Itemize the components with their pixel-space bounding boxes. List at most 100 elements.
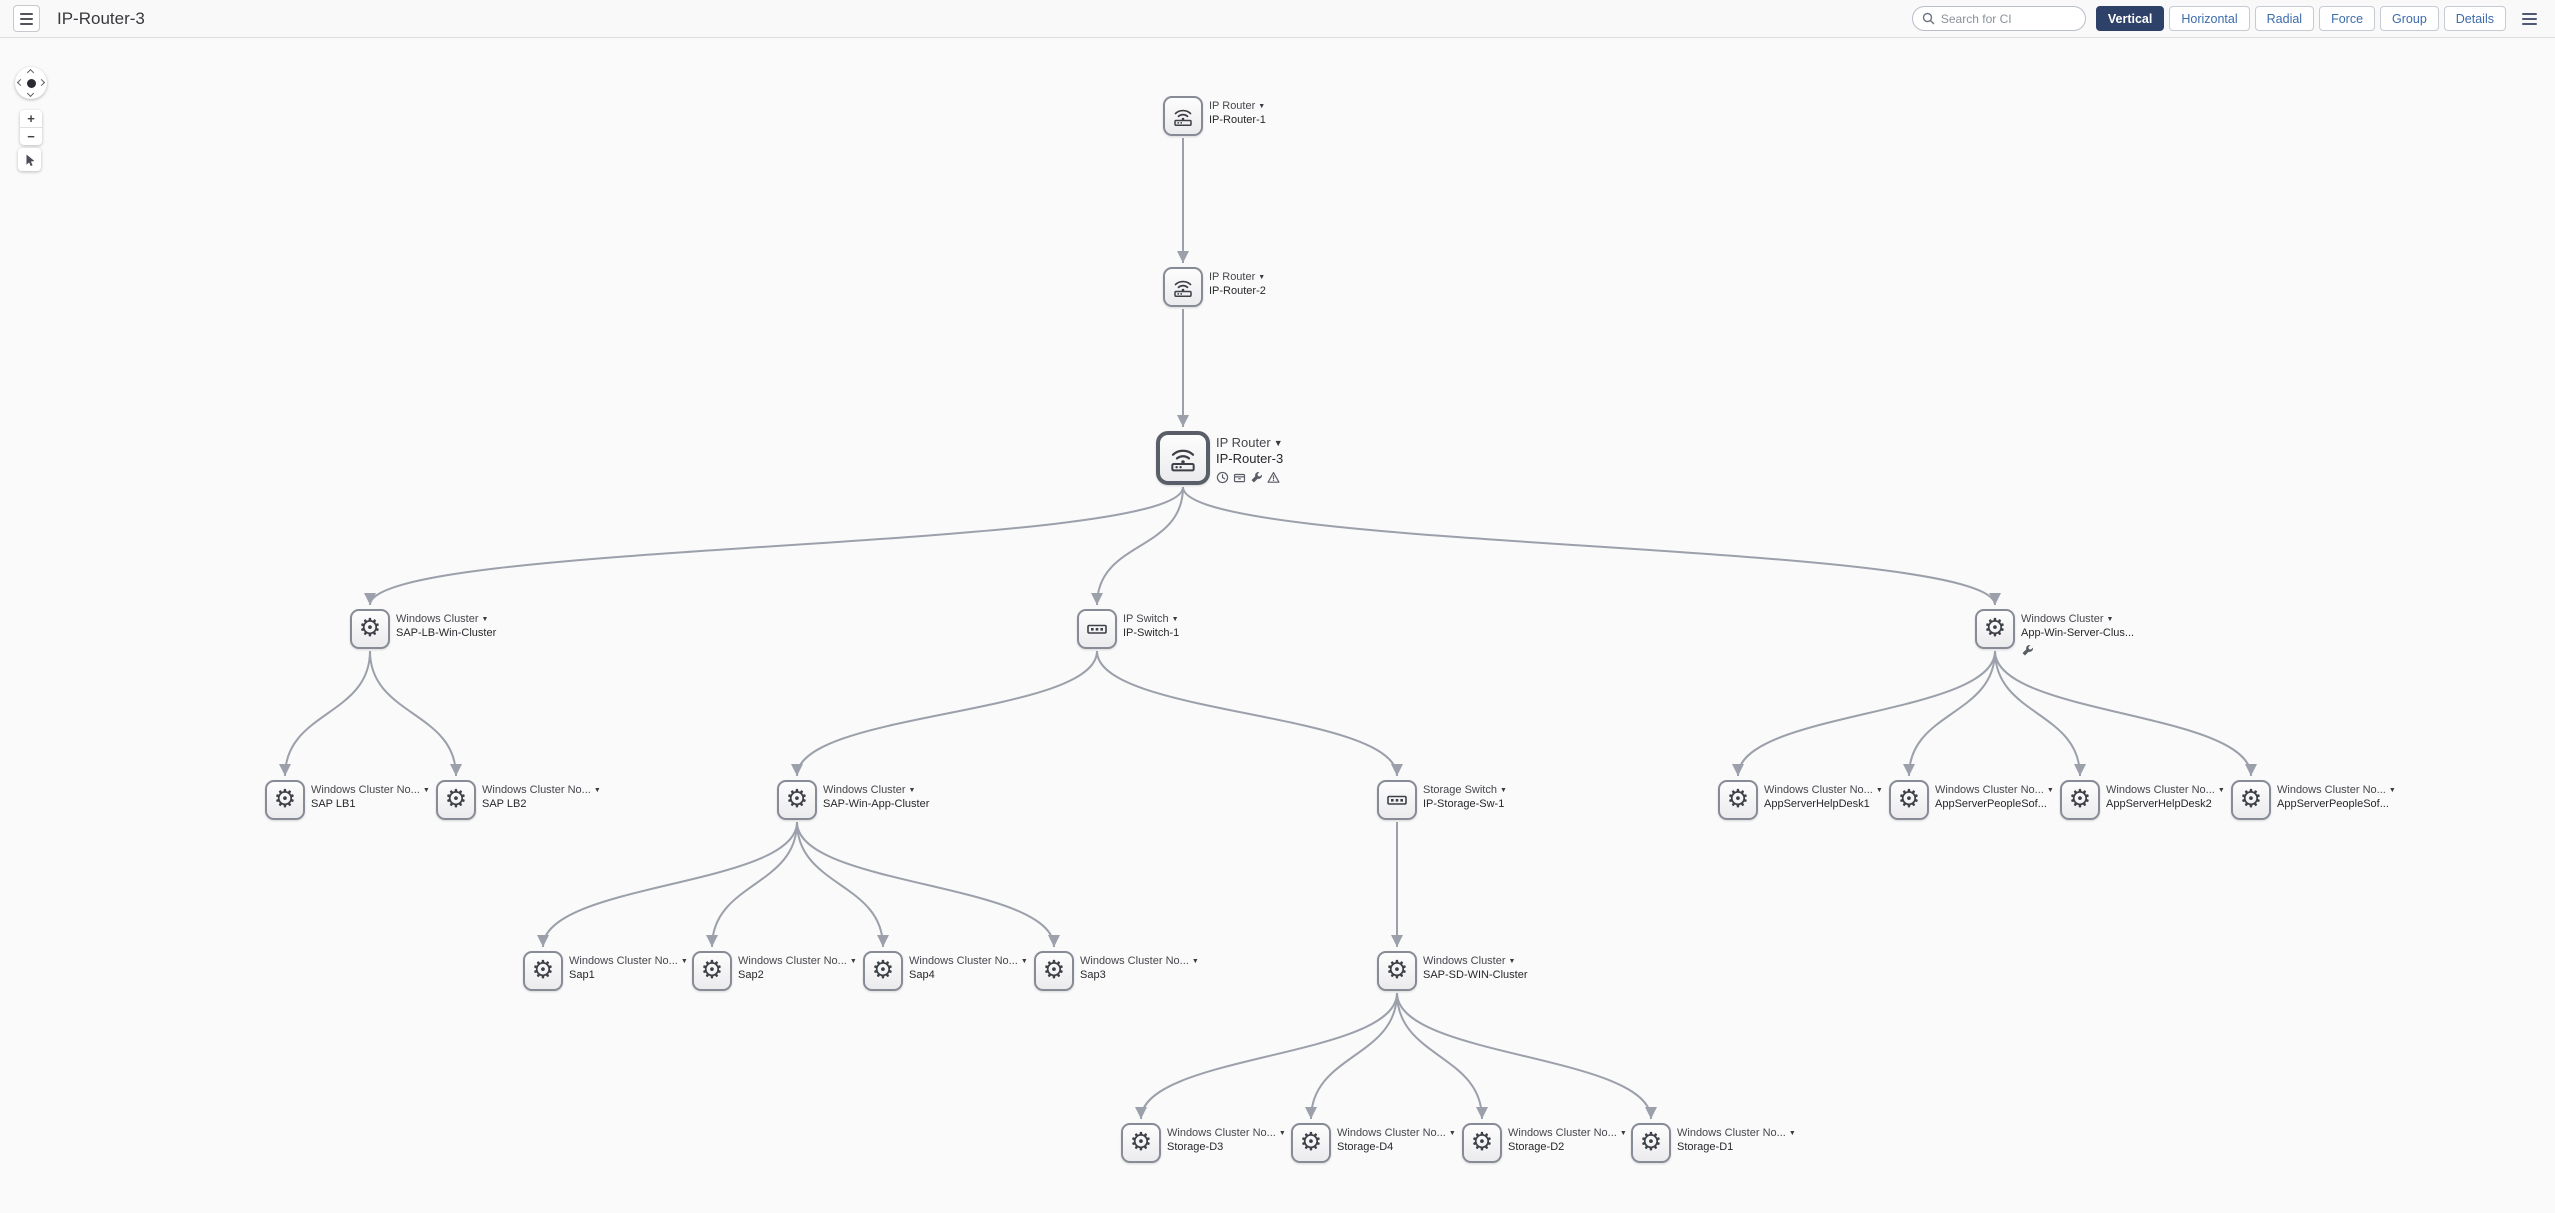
ci-node-sap2[interactable]: ⚙Windows Cluster No...▼Sap2 <box>692 951 857 991</box>
ci-name-label: App-Win-Server-Clus... <box>2021 626 2135 639</box>
ci-node-sap-lb1[interactable]: ⚙Windows Cluster No...▼SAP LB1 <box>265 780 430 820</box>
pan-up-icon[interactable] <box>26 68 35 77</box>
router-icon[interactable] <box>1156 431 1210 485</box>
ci-node-storage-d1[interactable]: ⚙Windows Cluster No...▼Storage-D1 <box>1631 1123 1796 1163</box>
node-menu-caret[interactable]: ▼ <box>1448 1129 1456 1137</box>
gear-icon[interactable]: ⚙ <box>1718 780 1758 820</box>
node-menu-caret[interactable]: ▼ <box>2106 615 2114 623</box>
gear-icon[interactable]: ⚙ <box>2231 780 2271 820</box>
ci-name-label: IP-Router-2 <box>1209 284 1266 297</box>
node-menu-caret[interactable]: ▼ <box>1258 273 1266 281</box>
ci-node-storage-d4[interactable]: ⚙Windows Cluster No...▼Storage-D4 <box>1291 1123 1456 1163</box>
menu-button[interactable] <box>13 5 40 32</box>
ci-node-ip-router-1[interactable]: IP Router▼IP-Router-1 <box>1163 96 1266 136</box>
node-menu-caret[interactable]: ▼ <box>680 957 688 965</box>
router-icon[interactable] <box>1163 96 1203 136</box>
node-menu-caret[interactable]: ▼ <box>1020 957 1028 965</box>
layout-button-vertical[interactable]: Vertical <box>2095 6 2165 31</box>
pan-center-dot[interactable] <box>26 78 36 88</box>
zoom-in-button[interactable]: + <box>20 110 42 127</box>
ci-type-label: IP Switch▼ <box>1123 613 1179 625</box>
node-menu-caret[interactable]: ▼ <box>908 786 916 794</box>
node-menu-caret[interactable]: ▼ <box>1788 1129 1796 1137</box>
gear-icon[interactable]: ⚙ <box>523 951 563 991</box>
ci-node-storage-d3[interactable]: ⚙Windows Cluster No...▼Storage-D3 <box>1121 1123 1286 1163</box>
ci-node-storage-d2[interactable]: ⚙Windows Cluster No...▼Storage-D2 <box>1462 1123 1627 1163</box>
switch-icon[interactable] <box>1377 780 1417 820</box>
ci-type-label: Windows Cluster No...▼ <box>1167 1127 1286 1139</box>
ci-node-sap-lb2[interactable]: ⚙Windows Cluster No...▼SAP LB2 <box>436 780 601 820</box>
ci-node-sap-sd-win-cluster[interactable]: ⚙Windows Cluster▼SAP-SD-WIN-Cluster <box>1377 951 1528 991</box>
gear-icon[interactable]: ⚙ <box>2060 780 2100 820</box>
router-icon[interactable] <box>1163 267 1203 307</box>
node-menu-caret[interactable]: ▼ <box>849 957 857 965</box>
zoom-control: + − <box>20 110 42 145</box>
gear-icon[interactable]: ⚙ <box>1631 1123 1671 1163</box>
ci-node-sap3[interactable]: ⚙Windows Cluster No...▼Sap3 <box>1034 951 1199 991</box>
node-menu-caret[interactable]: ▼ <box>1273 437 1283 448</box>
node-menu-caret[interactable]: ▼ <box>593 786 601 794</box>
ci-node-appserver-helpdesk1[interactable]: ⚙Windows Cluster No...▼AppServerHelpDesk… <box>1718 780 1883 820</box>
layout-button-force[interactable]: Force <box>2319 6 2376 31</box>
node-menu-caret[interactable]: ▼ <box>2217 786 2225 794</box>
node-menu-caret[interactable]: ▼ <box>1171 615 1179 623</box>
gear-icon[interactable]: ⚙ <box>1975 609 2015 649</box>
gear-icon[interactable]: ⚙ <box>692 951 732 991</box>
clock-icon <box>1216 471 1229 484</box>
gear-icon[interactable]: ⚙ <box>436 780 476 820</box>
ci-node-appserver-peoplesof-2[interactable]: ⚙Windows Cluster No...▼AppServerPeopleSo… <box>2231 780 2396 820</box>
ci-node-appserver-peoplesof-1[interactable]: ⚙Windows Cluster No...▼AppServerPeopleSo… <box>1889 780 2054 820</box>
gear-icon[interactable]: ⚙ <box>1377 951 1417 991</box>
ci-type-label: Windows Cluster▼ <box>396 613 489 625</box>
gear-icon[interactable]: ⚙ <box>1291 1123 1331 1163</box>
node-menu-caret[interactable]: ▼ <box>2046 786 2054 794</box>
gear-icon[interactable]: ⚙ <box>1889 780 1929 820</box>
node-menu-caret[interactable]: ▼ <box>1619 1129 1627 1137</box>
layout-button-horizontal[interactable]: Horizontal <box>2169 6 2250 31</box>
ci-node-ip-router-2[interactable]: IP Router▼IP-Router-2 <box>1163 267 1266 307</box>
ci-node-app-win-server-cluster[interactable]: ⚙ Windows Cluster▼App-Win-Server-Clus... <box>1975 609 2134 657</box>
node-menu-caret[interactable]: ▼ <box>1875 786 1883 794</box>
node-menu-caret[interactable]: ▼ <box>481 615 489 623</box>
layout-button-details[interactable]: Details <box>2443 6 2506 31</box>
ci-name-label: AppServerPeopleSof... <box>1935 797 2047 810</box>
ci-node-sap-win-app-cluster[interactable]: ⚙Windows Cluster▼SAP-Win-App-Cluster <box>777 780 929 820</box>
gear-icon[interactable]: ⚙ <box>777 780 817 820</box>
node-menu-caret[interactable]: ▼ <box>1258 102 1266 110</box>
node-menu-caret[interactable]: ▼ <box>1499 786 1507 794</box>
gear-icon[interactable]: ⚙ <box>863 951 903 991</box>
pointer-tool-button[interactable] <box>18 148 41 171</box>
node-menu-caret[interactable]: ▼ <box>422 786 430 794</box>
search-box[interactable] <box>1911 6 2086 31</box>
ci-node-sap4[interactable]: ⚙Windows Cluster No...▼Sap4 <box>863 951 1028 991</box>
ci-node-ip-storage-sw-1[interactable]: Storage Switch▼IP-Storage-Sw-1 <box>1377 780 1507 820</box>
node-menu-caret[interactable]: ▼ <box>1508 957 1516 965</box>
ci-node-ip-switch-1[interactable]: IP Switch▼IP-Switch-1 <box>1077 609 1179 649</box>
gear-icon[interactable]: ⚙ <box>350 609 390 649</box>
ci-node-sap1[interactable]: ⚙Windows Cluster No...▼Sap1 <box>523 951 688 991</box>
layout-button-group[interactable]: Group <box>2380 6 2439 31</box>
node-menu-caret[interactable]: ▼ <box>2388 786 2396 794</box>
pan-down-icon[interactable] <box>26 89 35 98</box>
gear-icon[interactable]: ⚙ <box>1034 951 1074 991</box>
pan-left-icon[interactable] <box>16 78 25 87</box>
node-menu-caret[interactable]: ▼ <box>1278 1129 1286 1137</box>
node-menu-caret[interactable]: ▼ <box>1191 957 1199 965</box>
map-options-icon[interactable] <box>2516 6 2542 32</box>
gear-icon[interactable]: ⚙ <box>265 780 305 820</box>
ci-node-appserver-helpdesk2[interactable]: ⚙Windows Cluster No...▼AppServerHelpDesk… <box>2060 780 2225 820</box>
ci-node-ip-router-3[interactable]: IP Router▼IP-Router-3 <box>1156 431 1283 485</box>
gear-icon[interactable]: ⚙ <box>1121 1123 1161 1163</box>
ci-node-sap-lb-win-cluster[interactable]: ⚙Windows Cluster▼SAP-LB-Win-Cluster <box>350 609 496 649</box>
zoom-out-button[interactable]: − <box>20 128 42 145</box>
gear-icon[interactable]: ⚙ <box>1462 1123 1502 1163</box>
ci-type-label: Windows Cluster▼ <box>2021 613 2114 625</box>
pan-compass[interactable] <box>15 67 47 99</box>
pan-right-icon[interactable] <box>37 78 46 87</box>
switch-icon[interactable] <box>1077 609 1117 649</box>
search-input[interactable] <box>1940 11 2076 26</box>
ci-name-label: SAP-SD-WIN-Cluster <box>1423 968 1528 981</box>
layout-button-radial[interactable]: Radial <box>2254 6 2315 31</box>
